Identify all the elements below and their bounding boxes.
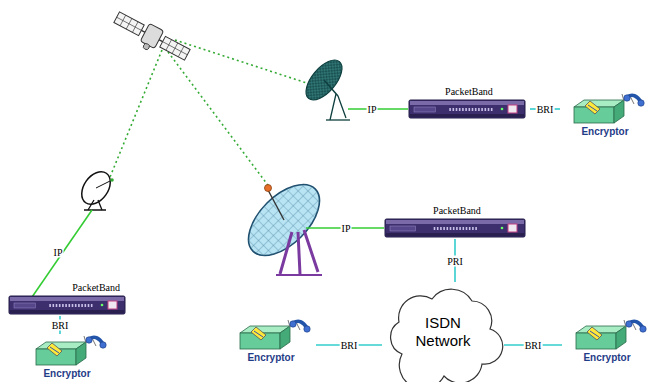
encryptor-label: Encryptor [226,352,316,364]
encryptor-icon [564,92,646,126]
encryptor-node: Encryptor [560,92,650,138]
ip-label: IP [367,104,378,115]
link-label: BRI [51,320,70,331]
link-label: BRI [536,104,555,115]
packetband-node: PacketBand [384,205,530,239]
link-label: BRI [524,340,543,351]
device-label: PacketBand [408,86,530,98]
packetband-device [408,98,526,120]
encryptor-icon [230,318,312,352]
link-label: BRI [340,340,359,351]
cloud-label: ISDN Network [406,314,480,350]
satellite-dish [299,54,350,120]
encryptor-label: Encryptor [560,126,650,138]
satellite-dish [236,172,332,275]
cloud-text: ISDN Network [382,282,504,382]
encryptor-icon [566,318,648,352]
device-label: PacketBand [8,282,130,294]
encryptor-icon [26,334,108,368]
satellite [110,8,192,68]
packetband-device [8,294,126,316]
encryptor-node: Encryptor [562,318,652,364]
ip-label: IP [341,223,352,234]
packetband-node: PacketBand [408,86,530,120]
satellite-link [108,40,322,188]
packetband-device [384,217,526,239]
encryptor-node: Encryptor [22,334,112,380]
network-cloud: ISDN Network [382,282,504,382]
link-label: PRI [446,255,464,266]
device-label: PacketBand [384,205,530,217]
packetband-node: PacketBand [8,282,130,316]
encryptor-label: Encryptor [562,352,652,364]
ip-link [30,109,408,300]
encryptor-label: Encryptor [22,368,112,380]
ip-label: IP [53,247,64,258]
satellite-dish [76,166,116,210]
encryptor-node: Encryptor [226,318,316,364]
